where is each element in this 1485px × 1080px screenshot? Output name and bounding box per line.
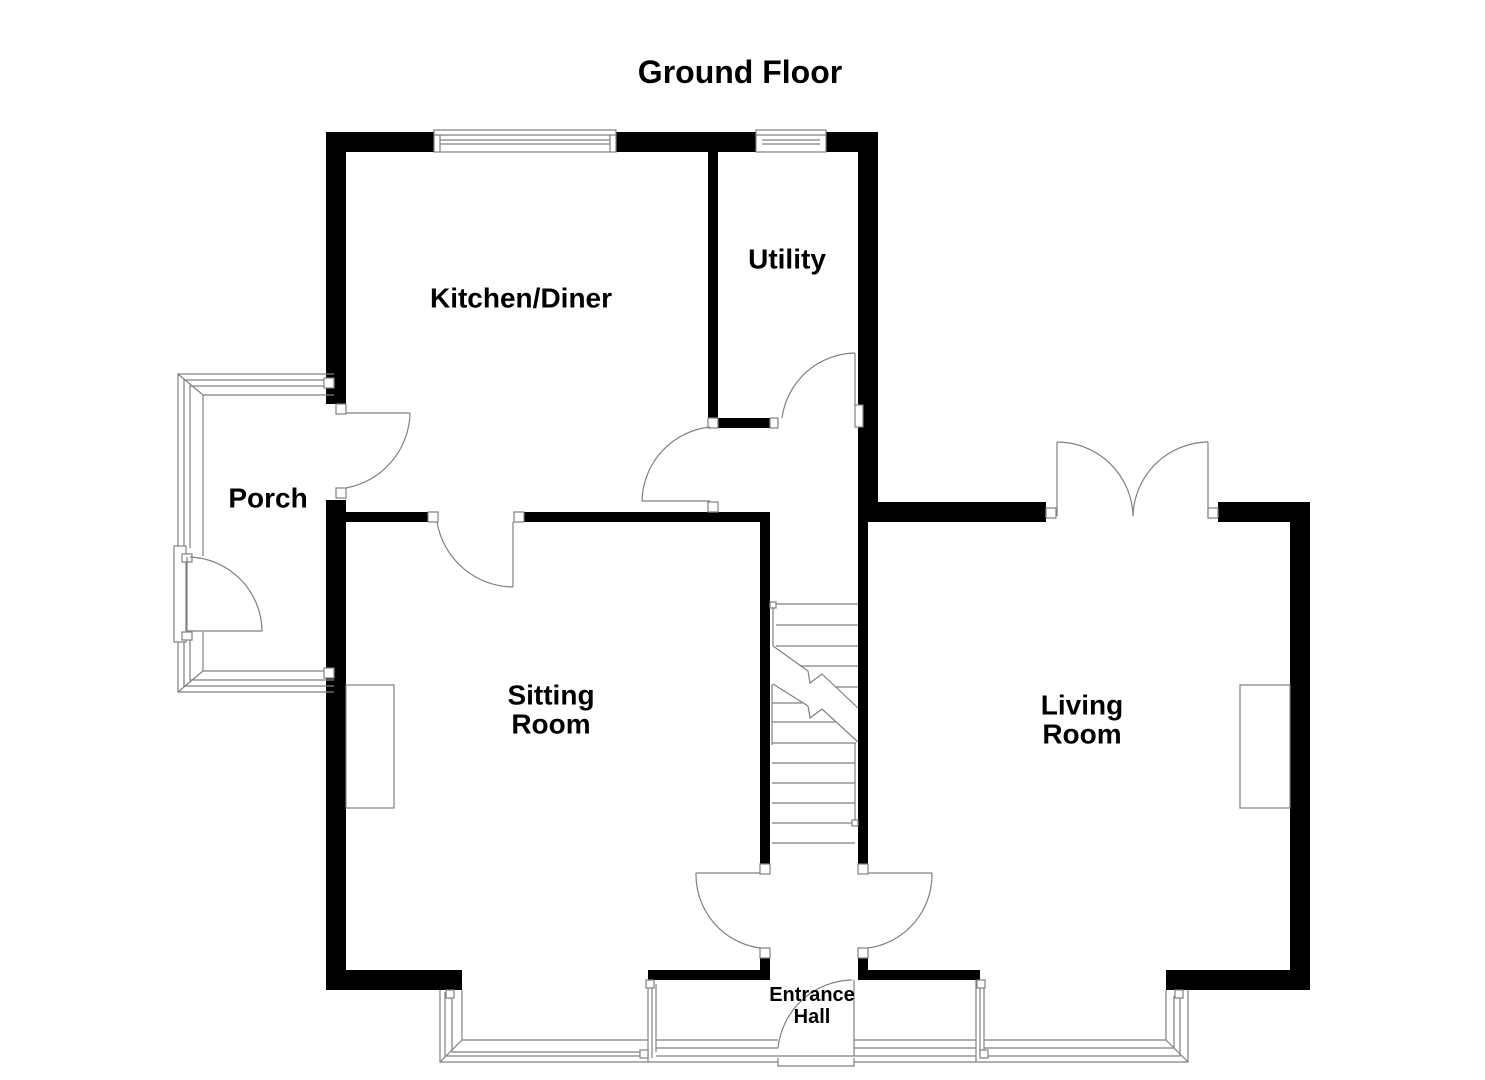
page-title: Ground Floor <box>637 54 843 91</box>
utility-door <box>769 352 864 429</box>
room-label-porch: Porch <box>228 482 308 514</box>
room-label-line: Entrance <box>769 984 855 1006</box>
sitting-room-fireplace <box>345 684 395 809</box>
room-label-line: Living <box>1040 689 1124 721</box>
porch-kitchen-door <box>335 403 411 499</box>
hall-sitting-door <box>695 872 771 959</box>
room-label-living-room: Living Room <box>1040 689 1124 750</box>
living-room-fireplace <box>1239 684 1291 809</box>
kitchen-sitting-door <box>427 511 525 588</box>
sitting-room-bay-window <box>439 979 778 1063</box>
room-label-line: Room <box>1042 719 1122 750</box>
living-room-bay-window <box>854 979 1189 1063</box>
room-label-line: Room <box>511 709 591 740</box>
utility-window <box>755 129 827 153</box>
porch-structure <box>173 373 335 693</box>
room-label-kitchen-diner: Kitchen/Diner <box>429 282 613 314</box>
room-label-entrance-hall: Entrance Hall <box>769 984 855 1028</box>
hall-living-door <box>857 872 933 959</box>
front-door <box>777 979 855 1067</box>
room-label-line: Utility <box>748 243 826 275</box>
room-label-line: Porch <box>228 482 308 514</box>
room-label-line: Sitting <box>507 679 595 711</box>
staircase-icon <box>759 601 869 875</box>
living-room-french-doors <box>1045 441 1219 519</box>
room-label-sitting-room: Sitting Room <box>507 679 595 740</box>
room-label-line: Kitchen/Diner <box>429 282 613 314</box>
room-label-utility: Utility <box>748 243 826 275</box>
room-label-line: Hall <box>793 1006 831 1028</box>
kitchen-hall-door <box>641 417 719 513</box>
kitchen-window <box>433 129 617 153</box>
walls <box>326 132 1310 990</box>
